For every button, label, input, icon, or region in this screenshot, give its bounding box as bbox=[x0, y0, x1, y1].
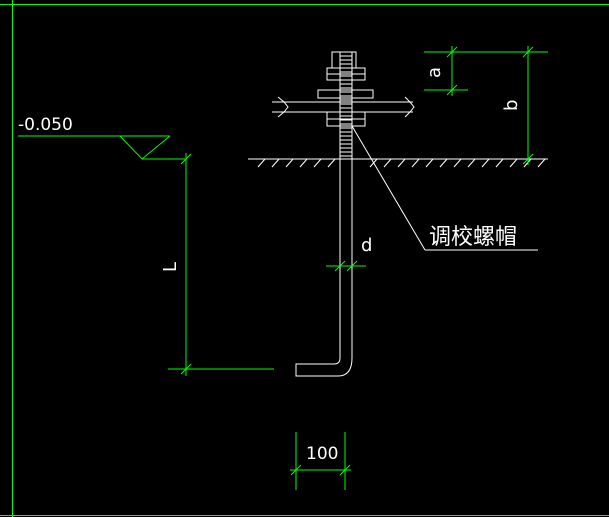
dimension-b-label: b bbox=[501, 100, 522, 111]
elevation-marker: -0.050 bbox=[18, 115, 185, 160]
hatch-stroke bbox=[495, 158, 504, 168]
elevation-label: -0.050 bbox=[18, 115, 73, 135]
dimension-a: a bbox=[424, 46, 468, 96]
hatch-stroke bbox=[439, 158, 448, 168]
hatch-stroke bbox=[299, 158, 308, 168]
dimension-L-label: L bbox=[160, 262, 181, 272]
hatch-stroke bbox=[313, 158, 322, 168]
base-plate-assembly bbox=[272, 51, 415, 127]
anchor-bolt bbox=[295, 52, 353, 377]
dimension-b: b bbox=[468, 46, 548, 165]
dimension-100: 100 bbox=[290, 432, 351, 490]
bolt-thread bbox=[340, 55, 352, 157]
callout-leader: 调校螺帽 bbox=[351, 125, 538, 251]
hatch-stroke bbox=[411, 158, 420, 168]
hatch-stroke bbox=[327, 158, 336, 168]
hatch-stroke bbox=[537, 158, 546, 168]
hatch-stroke bbox=[509, 158, 518, 168]
hatch-stroke bbox=[383, 158, 392, 168]
callout-label: 调校螺帽 bbox=[429, 225, 517, 250]
dimension-L: L bbox=[160, 153, 274, 376]
dimension-d: d bbox=[326, 235, 372, 272]
dimension-d-label: d bbox=[361, 235, 372, 256]
ground-hatch bbox=[257, 158, 546, 168]
hatch-stroke bbox=[271, 158, 280, 168]
hatch-stroke bbox=[397, 158, 406, 168]
dimension-100-label: 100 bbox=[306, 444, 338, 464]
hatch-stroke bbox=[285, 158, 294, 168]
dimension-a-label: a bbox=[424, 67, 445, 78]
hatch-stroke bbox=[481, 158, 490, 168]
hatch-stroke bbox=[257, 158, 266, 168]
ground-line bbox=[248, 158, 548, 168]
hatch-stroke bbox=[425, 158, 434, 168]
hatch-stroke bbox=[453, 158, 462, 168]
hatch-stroke bbox=[467, 158, 476, 168]
